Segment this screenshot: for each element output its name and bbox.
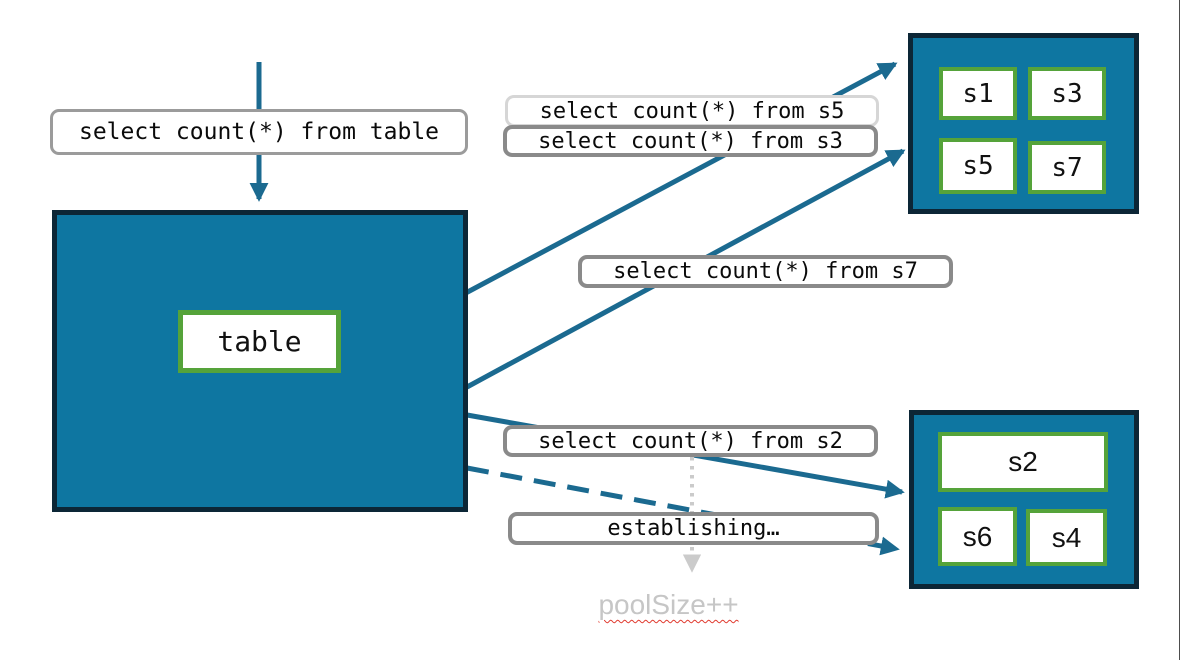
- query-label-table: select count(*) from table: [50, 109, 468, 155]
- query-label-s3-text: select count(*) from s3: [538, 128, 843, 154]
- shard-cell-s5: s5: [939, 138, 1017, 194]
- shard-cell-s3-text: s3: [1051, 78, 1083, 109]
- query-label-s7: select count(*) from s7: [578, 255, 953, 288]
- shard-cell-s1: s1: [939, 67, 1017, 120]
- table-label-text: table: [217, 325, 302, 358]
- arrow-establishing-dashed: [466, 465, 900, 556]
- shard-cell-s1-text: s1: [962, 78, 994, 109]
- shard-cell-s7-text: s7: [1051, 152, 1083, 183]
- right-edge-line: [1179, 0, 1180, 660]
- establishing-label-text: establishing…: [607, 516, 780, 541]
- shard-cell-s4: s4: [1026, 509, 1107, 566]
- query-label-s5: select count(*) from s5: [505, 95, 879, 127]
- shard-cell-s7: s7: [1028, 141, 1106, 194]
- establishing-label: establishing…: [508, 512, 879, 545]
- poolsize-note: poolSize++: [598, 589, 739, 620]
- shard-cell-s4-text: s4: [1051, 521, 1082, 553]
- query-label-table-text: select count(*) from table: [78, 119, 440, 145]
- shard-cell-s2-text: s2: [1008, 446, 1038, 477]
- query-label-s3: select count(*) from s3: [503, 125, 878, 157]
- shard-cell-s5-text: s5: [962, 151, 994, 181]
- shard-cell-s6-text: s6: [962, 520, 993, 552]
- shard-cell-s3: s3: [1028, 67, 1106, 120]
- table-label-cell: table: [178, 310, 341, 373]
- shard-cell-s6: s6: [938, 507, 1017, 566]
- query-label-s2-text: select count(*) from s2: [538, 428, 843, 454]
- shard-cell-s2: s2: [938, 432, 1108, 492]
- query-label-s2: select count(*) from s2: [503, 425, 878, 457]
- query-label-s5-text: select count(*) from s5: [539, 98, 845, 124]
- query-label-s7-text: select count(*) from s7: [613, 259, 918, 284]
